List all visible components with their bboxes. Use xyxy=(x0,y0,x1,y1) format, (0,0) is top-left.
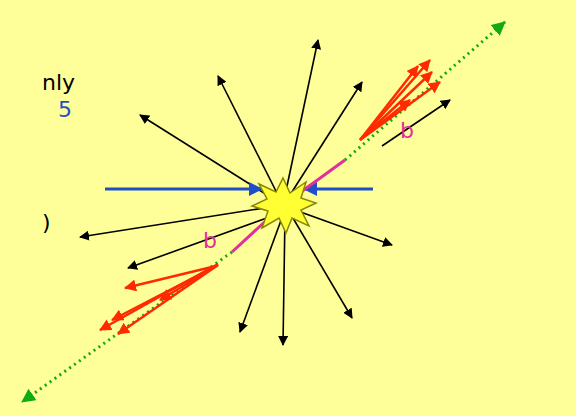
beam-arrow xyxy=(105,188,262,191)
particle-track xyxy=(80,40,450,345)
quark-label: b xyxy=(203,230,217,252)
jet-axis xyxy=(345,22,505,160)
jet-axis xyxy=(22,252,232,402)
collision-burst xyxy=(252,178,316,233)
jet-fragments xyxy=(100,60,440,334)
cut-off-number: 5 xyxy=(58,99,72,121)
cut-off-text: ) xyxy=(42,212,51,234)
quark-label: b xyxy=(400,120,414,142)
cut-off-text: nly xyxy=(42,72,75,94)
beam-arrow xyxy=(304,188,373,191)
